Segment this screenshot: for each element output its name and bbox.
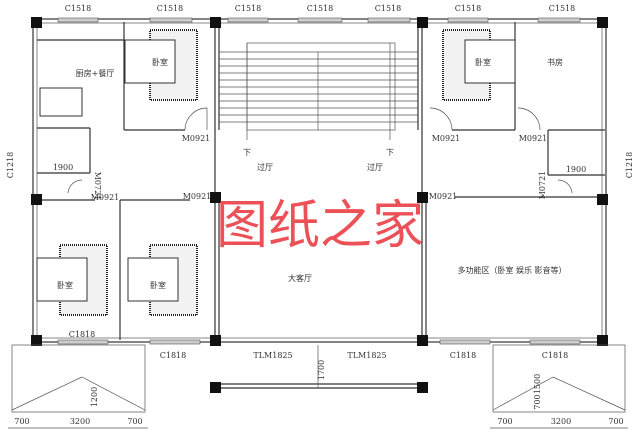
room-label-living: 大客厅 [288,273,312,283]
door-label: M0921 [429,192,458,201]
window-label-right: C1218 [625,152,634,178]
window-label: C1518 [549,4,575,13]
dimension-label: 1200 [90,387,99,407]
dimension-label: 1900 [53,163,73,172]
stair-down-label: 下 [386,148,394,157]
dimension-label: 700 [533,394,542,409]
room-label-hall: 过厅 [367,162,383,172]
window-label: C1818 [542,351,568,360]
columns [31,17,608,393]
window-label: C1818 [450,351,476,360]
window-label: C1518 [157,4,183,13]
bed-bottom-middle [127,244,198,316]
sliding-door-label: TLM1825 [253,351,292,360]
dimension-label: 1500 [533,374,542,394]
window-label: C1518 [375,4,401,13]
window-label-left: C1218 [6,152,15,178]
staircase[interactable] [219,42,418,140]
door-label: M0721 [538,171,547,200]
bed-bottom-left [36,244,108,316]
window-label: C1518 [65,4,91,13]
window-strips [57,17,581,345]
doors [67,107,573,194]
window-label: C1818 [160,351,186,360]
dimension-label: 700 [608,417,623,426]
dimension-label: 700 [14,417,29,426]
window-label: C1518 [455,4,481,13]
dining-table [39,87,83,117]
room-label-bedroom: 卧室 [152,57,168,67]
room-label-bedroom: 卧室 [150,280,166,290]
sliding-door-label: TLM1825 [347,351,386,360]
dimension-label: 700 [497,417,512,426]
door-label: M0921 [519,134,548,143]
window-label: C1818 [69,330,95,339]
bed-top-left [124,29,198,101]
window-label: C1518 [235,4,261,13]
dimension-label: 700 [127,417,142,426]
door-label: M0921 [182,134,211,143]
door-label: M0721 [93,172,102,201]
dimension-label: 1700 [317,360,326,380]
door-label: M0921 [91,193,120,202]
balcony-left [8,344,148,429]
room-label-bedroom: 卧室 [57,280,73,290]
room-label-bedroom: 卧室 [475,57,491,67]
door-label: M0921 [183,192,212,201]
door-label: M0921 [432,134,461,143]
room-label-multi-function: 多功能区（卧室 娱乐 影音等） [457,265,566,275]
room-label-study: 书房 [547,57,563,67]
bed-top-right [442,29,516,101]
window-label: C1518 [307,4,333,13]
dimension-label: 1900 [566,165,586,174]
stair-down-label: 下 [243,148,251,157]
balcony-right [490,344,628,429]
room-label-hall: 过厅 [257,162,273,172]
watermark: 图纸之家 [216,196,424,256]
room-label-kitchen-dining: 厨房+餐厅 [76,68,115,78]
dimension-label: 3200 [551,417,571,426]
dimension-label: 3200 [70,417,90,426]
